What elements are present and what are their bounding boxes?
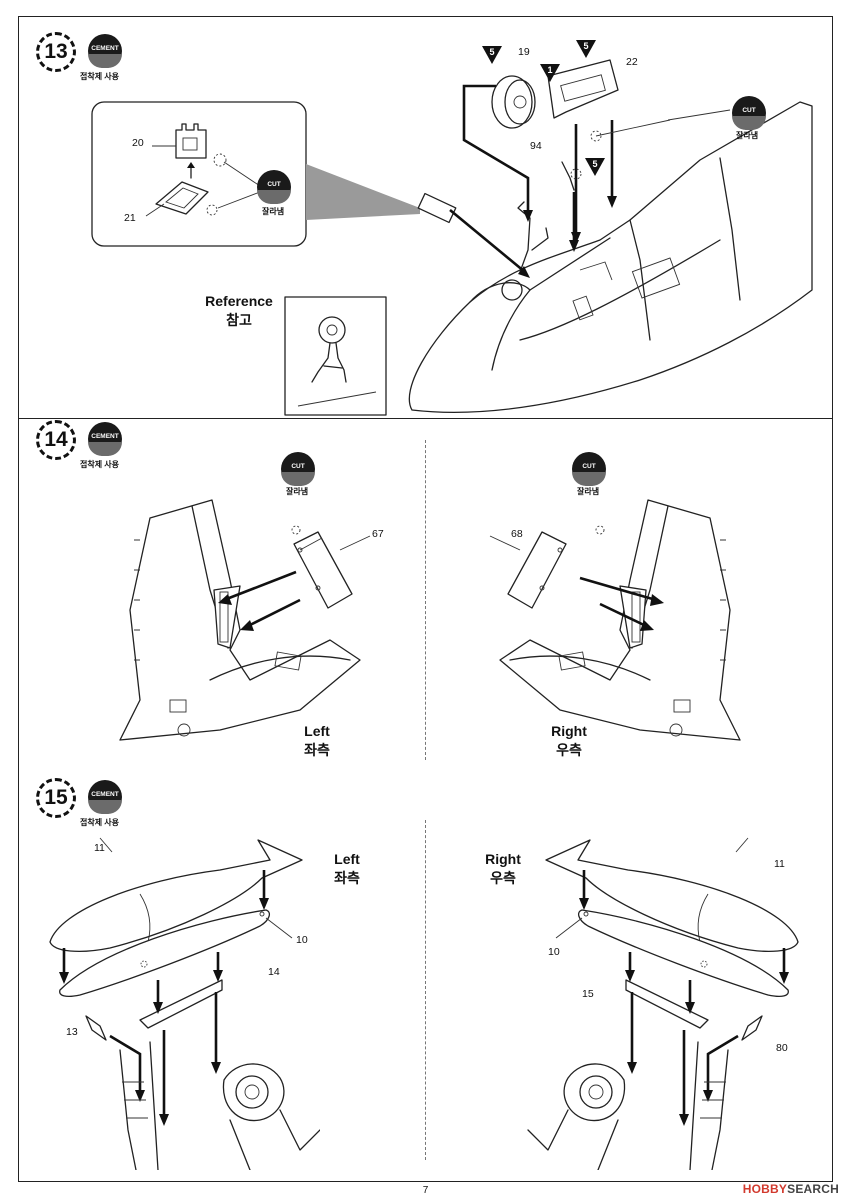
page-frame [18,16,833,1182]
brand-part-a: HOBBY [742,1182,788,1196]
right-ko: 우측 [556,742,582,758]
page-number: 7 [422,1185,429,1196]
step-13-fuselage-drawing [408,59,813,413]
section-divider [18,418,833,419]
paint-ref-marker: 5 [576,40,596,58]
part-label-11: 11 [94,842,105,854]
reference-label: Reference 참고 [198,292,280,330]
paint-ref-marker: 5 [482,46,502,64]
part-label-13: 13 [66,1026,78,1038]
reference-ko: 참고 [226,312,252,328]
cut-icon: CUT [257,170,291,204]
paint-ref-a: 5 [489,47,495,57]
cement-icon: CEMENT [88,34,122,68]
part-label-15: 15 [582,988,594,1000]
part-label-20: 20 [132,137,144,149]
right-ko: 우측 [490,870,516,886]
cement-icon: CEMENT [88,780,122,814]
watermark-logo: HOBBYSEARCH [743,1182,839,1196]
step-14-left-tail [119,499,371,741]
left-ko: 좌측 [304,742,330,758]
left-en: Left [334,851,360,867]
part-label-22: 22 [626,56,638,68]
part-label-19: 19 [518,46,530,58]
paint-ref-marker: 1 [540,64,560,82]
cut-label: CUT [742,106,756,114]
cement-icon: CUT [732,96,766,130]
step-13-badge: 13 [36,32,76,72]
brand-part-b: SEARCH [787,1182,839,1196]
step-15-right-drop-tank [527,837,799,1170]
cement-icon: CEMENT [88,422,122,456]
cut-caption: 잘라냄 [736,131,759,140]
cement-label: CEMENT [91,790,119,798]
step-15-right-label: Right 우측 [476,850,530,888]
step-14-badge: 14 [36,420,76,460]
paint-ref-d: 5 [592,159,598,169]
step-14-left-label: Left 좌측 [292,722,342,760]
reference-gear-figure [284,296,387,416]
step-15-left-drop-tank [49,837,320,1170]
cement-caption: 접착제 사용 [80,72,120,81]
step-15-number: 15 [44,786,68,809]
part-label-94: 94 [530,140,542,152]
paint-ref-marker: 5 [585,158,605,176]
step-14-number: 14 [44,428,68,451]
right-en: Right [485,851,521,867]
paint-ref-b: 1 [547,65,553,75]
cut-caption: 잘라냄 [262,207,285,216]
cut-label: CUT [291,462,305,470]
step-14-right-label: Right 우측 [542,722,596,760]
left-ko: 좌측 [334,870,360,886]
cut-caption: 잘라냄 [286,487,309,496]
part-label-21: 21 [124,212,136,224]
part-label-80: 80 [776,1042,788,1054]
cut-icon: CUT [281,452,315,486]
step-15-left-label: Left 좌측 [322,850,372,888]
cement-label: CEMENT [91,432,119,440]
part-label-67: 67 [372,528,384,540]
left-right-divider [425,440,426,760]
reference-en: Reference [205,293,273,309]
cut-label: CUT [267,180,281,188]
part-label-11: 11 [774,858,785,870]
paint-ref-c: 5 [583,41,589,51]
detail-callout [91,101,420,247]
left-right-divider [425,820,426,1160]
part-label-14: 14 [268,966,280,978]
right-en: Right [551,723,587,739]
cement-caption: 접착제 사용 [80,818,120,827]
step-14-right-tail [489,499,741,741]
left-en: Left [304,723,330,739]
cement-caption: 접착제 사용 [80,460,120,469]
cut-icon: CUT [572,452,606,486]
cut-caption: 잘라냄 [577,487,600,496]
step-13-number: 13 [44,40,68,63]
part-label-10: 10 [548,946,560,958]
part-label-10: 10 [296,934,308,946]
cut-label: CUT [582,462,596,470]
cement-label: CEMENT [91,44,119,52]
part-label-68: 68 [511,528,523,540]
step-15-badge: 15 [36,778,76,818]
